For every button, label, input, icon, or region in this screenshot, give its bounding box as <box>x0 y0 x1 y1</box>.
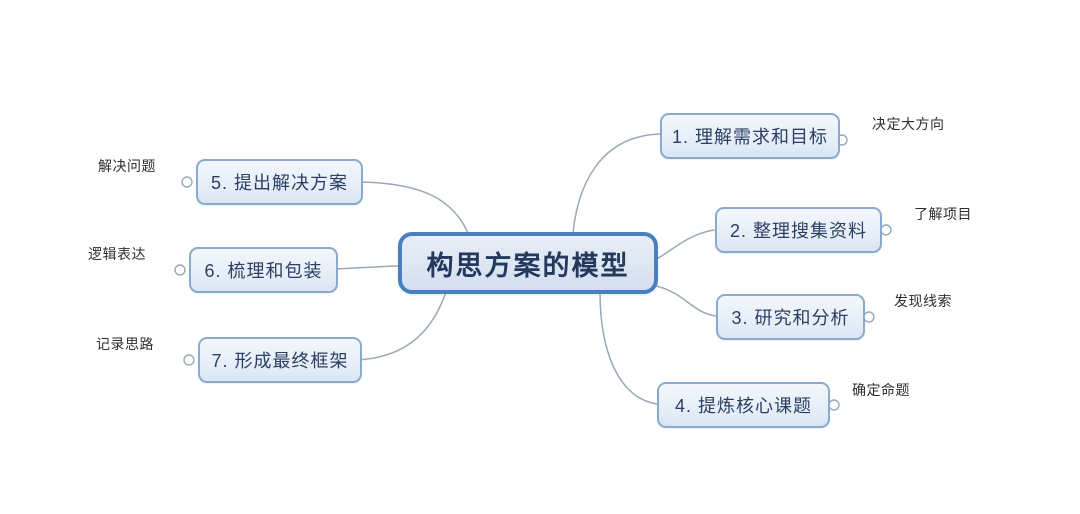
leaf-label-6: 逻辑表达 <box>88 246 146 262</box>
branch-node-5-label: 5. 提出解决方案 <box>210 173 348 193</box>
curve-to-branch-1 <box>571 133 661 247</box>
branch-node-7-label: 7. 形成最终框架 <box>211 351 349 371</box>
leaf-label-2: 了解项目 <box>914 206 972 222</box>
leaf-connector-2 <box>880 224 994 236</box>
branch-node-4-label: 4. 提炼核心课题 <box>674 396 812 416</box>
leaf-connector-3 <box>863 311 978 323</box>
branch-node-6-label: 6. 梳理和包装 <box>204 261 323 281</box>
leaf-node-dot-3 <box>863 311 875 323</box>
leaf-label-7: 记录思路 <box>96 336 154 352</box>
leaf-label-5: 解决问题 <box>98 158 156 174</box>
branch-node-2-label: 2. 整理搜集资料 <box>729 221 867 241</box>
leaf-connector-5 <box>88 176 193 188</box>
leaf-connector-6 <box>80 264 186 276</box>
leaf-connector-4 <box>828 399 938 411</box>
leaf-label-3: 发现线索 <box>894 293 952 309</box>
branch-node-1[interactable]: 1. 理解需求和目标 <box>660 113 840 159</box>
central-node-label: 构思方案的模型 <box>426 250 630 281</box>
leaf-node-dot-4 <box>828 399 840 411</box>
leaf-connector-7 <box>89 354 195 366</box>
leaf-label-1: 决定大方向 <box>872 116 945 132</box>
leaf-label-4: 确定命题 <box>852 382 910 398</box>
branch-node-7[interactable]: 7. 形成最终框架 <box>198 337 362 383</box>
central-node[interactable]: 构思方案的模型 <box>398 232 658 294</box>
branch-node-2[interactable]: 2. 整理搜集资料 <box>715 207 882 253</box>
curve-to-branch-7 <box>355 291 447 361</box>
curve-to-branch-3 <box>651 284 717 317</box>
leaf-node-dot-5 <box>181 176 193 188</box>
leaf-connector-1 <box>836 134 964 146</box>
curve-to-branch-4 <box>599 291 658 405</box>
branch-node-1-label: 1. 理解需求和目标 <box>671 127 828 147</box>
branch-node-3-label: 3. 研究和分析 <box>731 308 850 328</box>
branch-node-3[interactable]: 3. 研究和分析 <box>716 294 865 340</box>
leaf-node-dot-2 <box>880 224 892 236</box>
branch-node-5[interactable]: 5. 提出解决方案 <box>196 159 363 205</box>
leaf-node-dot-7 <box>183 354 195 366</box>
branch-node-4[interactable]: 4. 提炼核心课题 <box>657 382 830 428</box>
branch-node-6[interactable]: 6. 梳理和包装 <box>189 247 338 293</box>
curve-to-branch-5 <box>353 181 471 239</box>
leaf-node-dot-6 <box>174 264 186 276</box>
